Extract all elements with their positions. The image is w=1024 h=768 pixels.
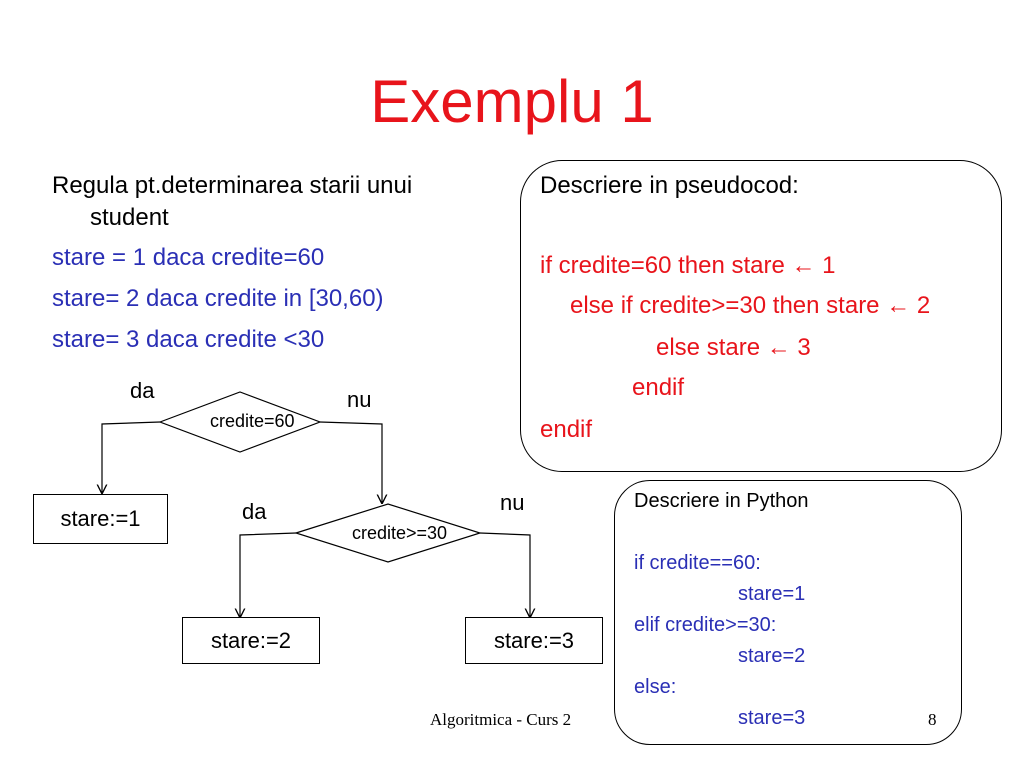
no-2-connector bbox=[479, 532, 530, 617]
yes-label-1: da bbox=[130, 378, 155, 403]
pseudocode-heading: Descriere in pseudocod: bbox=[540, 172, 799, 199]
page-number: 8 bbox=[928, 710, 937, 729]
pseudocode-box bbox=[520, 160, 1002, 472]
condition-3: stare= 3 daca credite <30 bbox=[52, 326, 325, 353]
python-line-1: if credite==60: bbox=[634, 552, 761, 574]
python-line-6: stare=3 bbox=[738, 707, 806, 729]
slide-title: Exemplu 1 bbox=[370, 68, 654, 135]
process-box-3-label: stare:=3 bbox=[493, 627, 575, 653]
python-line-5: else: bbox=[634, 676, 677, 698]
process-box-3: stare:=3 bbox=[465, 617, 603, 664]
rule-description: Regula pt.determinarea starii unui stude… bbox=[52, 170, 412, 234]
yes-2-connector bbox=[240, 532, 297, 617]
no-label-1: nu bbox=[347, 387, 372, 412]
yes-1-connector bbox=[102, 421, 161, 493]
process-box-2: stare:=2 bbox=[182, 617, 320, 664]
pseudocode-line-4: endif bbox=[632, 374, 685, 401]
pseudocode-line-3: else stare ← 3 bbox=[656, 334, 811, 361]
pseudocode-line-5: endif bbox=[540, 416, 593, 443]
pseudocode-line-1: if credite=60 then stare ← 1 bbox=[540, 252, 836, 279]
process-box-2-label: stare:=2 bbox=[210, 627, 292, 653]
pseudocode-line-2: else if credite>=30 then stare ← 2 bbox=[570, 292, 931, 319]
python-line-2: stare=1 bbox=[738, 583, 806, 605]
condition-1: stare = 1 daca credite=60 bbox=[52, 244, 325, 271]
no-1-connector bbox=[319, 421, 382, 503]
yes-label-2: da bbox=[242, 499, 267, 524]
rule-line-2: student bbox=[90, 204, 169, 231]
process-box-1: stare:=1 bbox=[33, 494, 168, 544]
condition-2: stare= 2 daca credite in [30,60) bbox=[52, 285, 384, 312]
no-label-2: nu bbox=[500, 490, 525, 515]
python-line-3: elif credite>=30: bbox=[634, 614, 777, 636]
footer-course: Algoritmica - Curs 2 bbox=[430, 710, 572, 729]
decision-2-label: credite>=30 bbox=[352, 523, 448, 543]
rule-line-1: Regula pt.determinarea starii unui bbox=[52, 172, 413, 199]
python-box bbox=[614, 480, 962, 745]
process-box-1-label: stare:=1 bbox=[60, 506, 141, 531]
python-heading: Descriere in Python bbox=[634, 490, 809, 512]
python-line-4: stare=2 bbox=[738, 645, 806, 667]
decision-1-label: credite=60 bbox=[210, 411, 295, 431]
